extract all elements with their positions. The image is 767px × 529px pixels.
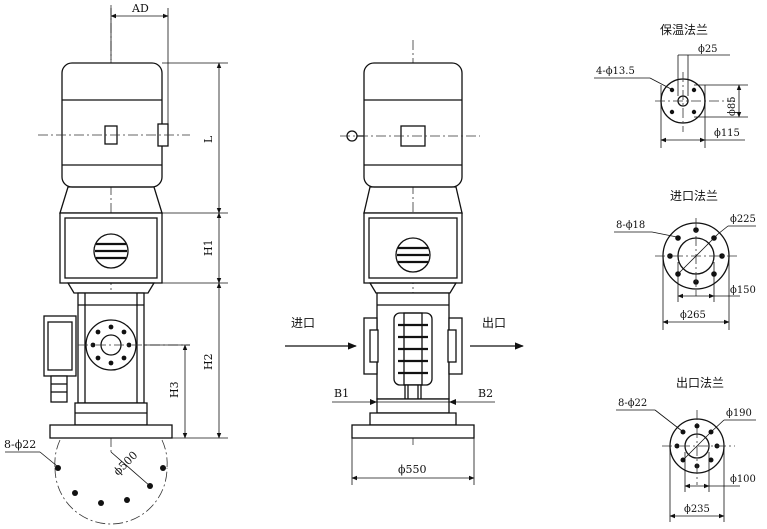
side-view: 进口 出口 B1 B2 ϕ550 xyxy=(285,40,524,485)
insulation-holes-label: 4-ϕ13.5 xyxy=(596,66,635,77)
base-width-dimension: ϕ550 xyxy=(351,438,475,485)
dimension-ad: AD xyxy=(110,2,169,130)
dim-h2-label: H2 xyxy=(202,353,215,370)
inlet-holes-label: 8-ϕ18 xyxy=(616,220,645,231)
dim-b1-label: B1 xyxy=(334,387,349,400)
front-view: AD xyxy=(4,2,228,525)
inlet-label: 进口 xyxy=(291,316,315,330)
insulation-flange: 保温法兰 ϕ25 4-ϕ13.5 ϕ85 ϕ115 xyxy=(594,23,748,148)
dim-l-label: L xyxy=(202,135,215,143)
base-holes-label: 8-ϕ22 xyxy=(4,438,36,451)
b-dimensions: B1 B2 xyxy=(332,385,495,412)
pump-body xyxy=(43,292,190,439)
insulation-flange-title: 保温法兰 xyxy=(660,23,708,37)
front-flange-bolts xyxy=(90,324,132,366)
base-bolt-circle: 8-ϕ22 ϕ500 xyxy=(4,438,168,525)
base-width-label: ϕ550 xyxy=(398,463,427,476)
outlet-holes-label: 8-ϕ22 xyxy=(618,398,647,409)
inlet-outer-label: ϕ265 xyxy=(680,310,706,321)
outlet-outer-label: ϕ235 xyxy=(684,504,710,515)
dim-h3-label: H3 xyxy=(168,381,181,398)
dim-h1-label: H1 xyxy=(202,239,215,256)
insulation-outer-label: ϕ115 xyxy=(714,128,740,139)
coupling-housing xyxy=(59,186,163,294)
inlet-pcd-label: ϕ225 xyxy=(730,214,756,225)
dim-b2-label: B2 xyxy=(478,387,493,400)
inlet-flange: 进口法兰 ϕ225 8-ϕ18 ϕ150 ϕ265 xyxy=(614,189,756,330)
side-coupling-housing xyxy=(363,186,463,294)
insulation-pcd-label: ϕ85 xyxy=(727,96,738,116)
side-motor xyxy=(340,62,480,188)
side-pump-body xyxy=(351,292,475,439)
outlet-flange-title: 出口法兰 xyxy=(676,376,724,390)
inlet-bore-label: ϕ150 xyxy=(730,285,756,296)
flow-arrows: 进口 出口 xyxy=(285,316,524,350)
dim-ad-label: AD xyxy=(131,2,149,15)
outlet-bore-label: ϕ100 xyxy=(730,474,756,485)
insulation-bore-label: ϕ25 xyxy=(698,44,718,55)
height-dimensions: L H1 H2 H3 xyxy=(144,62,228,439)
inlet-flange-title: 进口法兰 xyxy=(670,189,718,203)
motor xyxy=(38,62,190,188)
outlet-pcd-label: ϕ190 xyxy=(726,408,752,419)
outlet-label: 出口 xyxy=(482,316,506,330)
outlet-flange: 出口法兰 ϕ190 8-ϕ22 ϕ100 ϕ235 xyxy=(616,376,756,522)
